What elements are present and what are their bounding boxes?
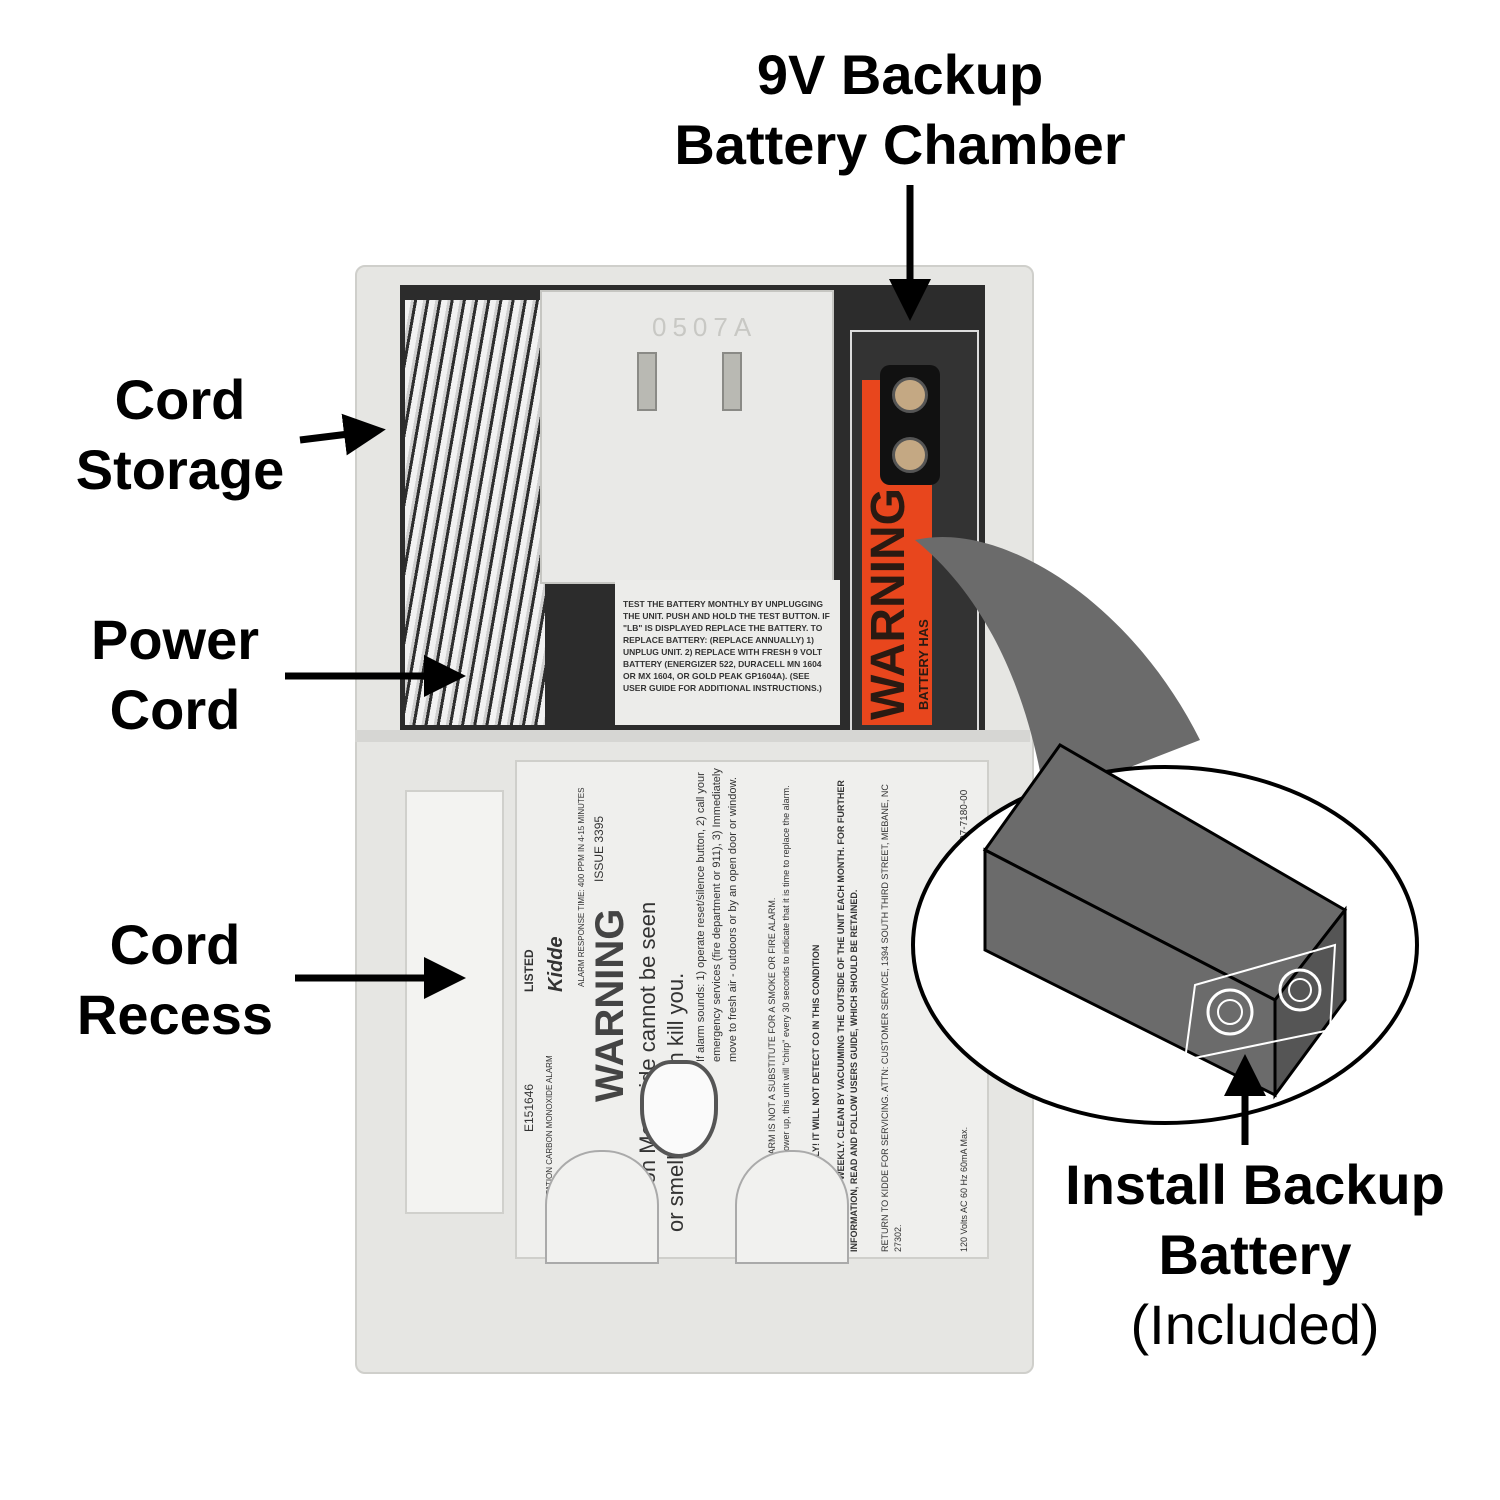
battery-snap-connector (880, 365, 940, 485)
callout-line: Battery Chamber (674, 113, 1126, 176)
battery-instructions-sticker: TEST THE BATTERY MONTHLY BY UNPLUGGING T… (615, 580, 840, 725)
callout-cord-storage: Cord Storage (40, 365, 320, 505)
plug-code: 0507A (652, 312, 758, 342)
callout-line: Cord (109, 913, 241, 976)
callout-line: 9V Backup (756, 43, 1044, 106)
terminal (892, 377, 928, 413)
callout-line: Install Backup (1065, 1153, 1445, 1216)
terminal (892, 437, 928, 473)
plug-prong (637, 352, 657, 411)
power-plug-adapter: 0507A (540, 290, 834, 584)
callout-line: Power (90, 608, 260, 671)
plug-prong (722, 352, 742, 411)
cord-recess-channel (405, 790, 504, 1214)
callout-line: Cord (109, 678, 241, 741)
keyhole-mount (640, 1060, 718, 1158)
mounting-tab (545, 1150, 659, 1264)
coiled-power-cord (405, 300, 545, 725)
callout-line: Cord (114, 368, 246, 431)
callout-wedge (915, 536, 1200, 800)
callout-line: (Included) (1130, 1293, 1380, 1356)
callout-battery-chamber: 9V Backup Battery Chamber (600, 40, 1200, 180)
battery-illustration-icon (982, 743, 1348, 1100)
callout-power-cord: Power Cord (35, 605, 315, 745)
callout-line: Storage (75, 438, 285, 501)
callout-install-battery: Install Backup Battery (Included) (1010, 1150, 1500, 1360)
callout-line: Battery (1158, 1223, 1352, 1286)
mounting-tab (735, 1150, 849, 1264)
arrow-cord-storage (299, 413, 386, 456)
compartment-divider (355, 730, 1030, 742)
callout-cord-recess: Cord Recess (35, 910, 315, 1050)
callout-line: Recess (76, 983, 274, 1046)
